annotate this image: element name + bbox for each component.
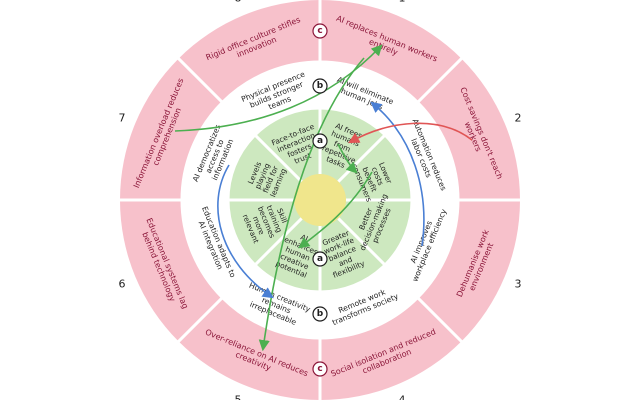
sector-number: 5 xyxy=(235,394,242,401)
svg-text:a: a xyxy=(317,254,323,264)
relationship-arrow xyxy=(370,101,425,247)
sector-number: 7 xyxy=(119,112,126,125)
sector-number: 2 xyxy=(515,112,522,125)
sector-number: 1 xyxy=(399,0,406,5)
sector-numbers: 1 2 3 4 5 6 7 8 xyxy=(119,0,522,404)
ring-markers: c c b b a a xyxy=(312,23,328,377)
ring-marker-a: a xyxy=(312,133,328,149)
svg-text:b: b xyxy=(317,81,324,91)
ring-marker-b: b xyxy=(312,306,328,322)
sector-number: 3 xyxy=(515,278,522,291)
sector-number: 4 xyxy=(399,394,406,401)
svg-text:b: b xyxy=(317,309,324,319)
svg-text:c: c xyxy=(317,364,322,374)
sector-divider xyxy=(337,217,464,344)
sector-divider xyxy=(176,217,303,344)
ring-marker-c: c xyxy=(312,361,328,377)
relationship-arrow xyxy=(258,57,365,352)
relationship-arrow xyxy=(337,143,358,174)
svg-text:c: c xyxy=(317,26,322,36)
relationship-arrows xyxy=(174,44,473,352)
sector-divider xyxy=(176,56,303,183)
relationship-arrow xyxy=(348,122,473,144)
svg-text:a: a xyxy=(317,136,323,146)
relationship-arrow xyxy=(298,171,373,249)
sector-number: 8 xyxy=(235,0,242,5)
sector-divider xyxy=(337,56,464,183)
relationship-arrow xyxy=(174,44,383,132)
ring-separator xyxy=(226,106,414,294)
ring-separator xyxy=(180,60,460,340)
ring-marker-a: a xyxy=(312,251,328,267)
ring-marker-b: b xyxy=(312,78,328,94)
sector-number: 6 xyxy=(119,278,126,291)
ring-marker-c: c xyxy=(312,23,328,39)
core-circle xyxy=(294,174,346,226)
relationship-arrow xyxy=(217,164,274,299)
